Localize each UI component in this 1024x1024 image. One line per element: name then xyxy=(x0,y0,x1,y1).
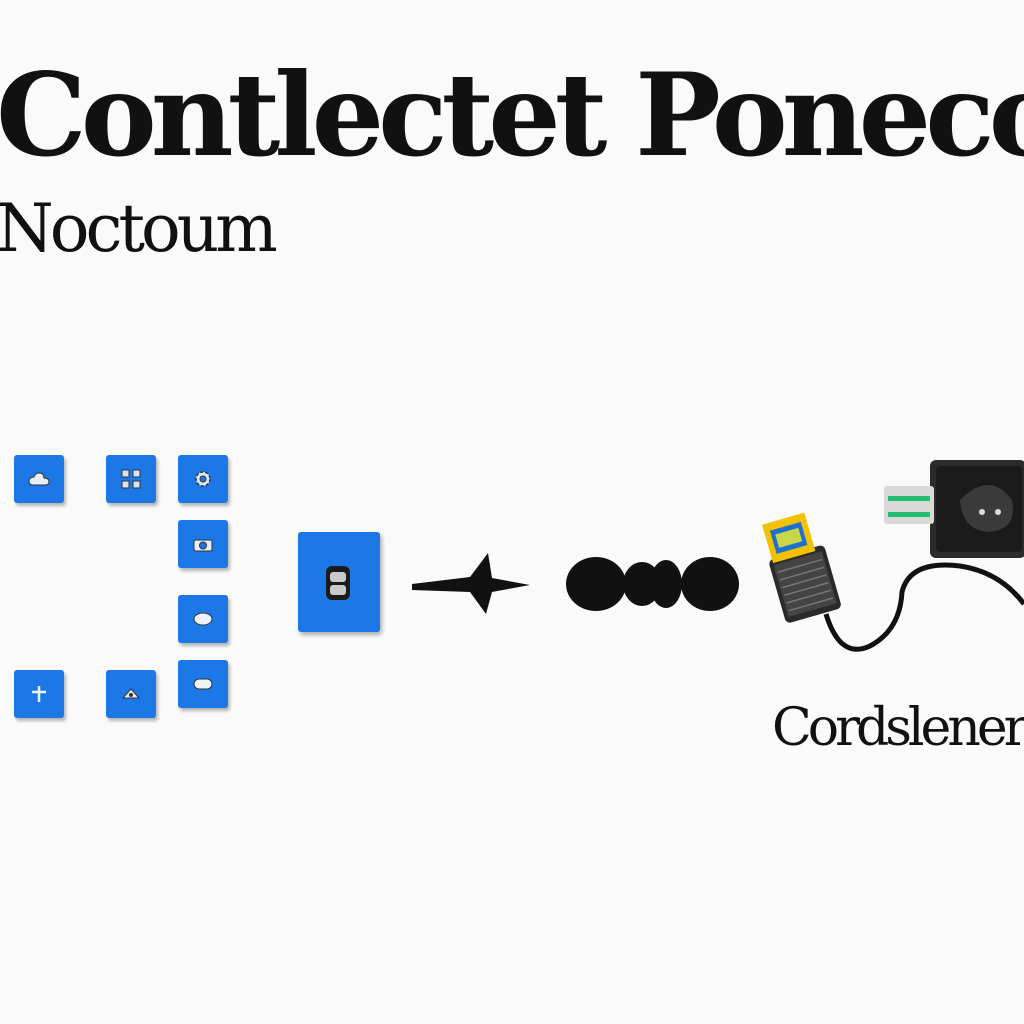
tile-chat xyxy=(178,660,228,708)
device-caption: Cordslener xyxy=(772,702,1024,754)
usb-adapter-icon xyxy=(762,460,1024,652)
gear-icon xyxy=(195,471,211,487)
message-icon xyxy=(193,612,213,626)
phone-icon xyxy=(326,566,350,600)
camera-icon xyxy=(193,539,213,552)
chat-icon xyxy=(193,678,213,690)
dots-icon xyxy=(566,557,739,611)
dots-icon xyxy=(121,688,141,699)
cloud-icon xyxy=(28,472,50,486)
tile-cloud xyxy=(14,455,64,503)
tile-gear xyxy=(178,455,228,503)
tile-plus xyxy=(14,670,64,718)
diagram-title: Contlectet Ponecocto xyxy=(0,58,1024,172)
grid-icon xyxy=(121,469,141,489)
tile-dots xyxy=(106,670,156,718)
arrow-right-icon xyxy=(412,553,530,614)
diagram-subtitle: Noctoum xyxy=(0,190,278,267)
tile-grid xyxy=(106,455,156,503)
tile-message xyxy=(178,595,228,643)
center-node xyxy=(298,532,380,632)
tile-camera xyxy=(178,520,228,568)
plus-icon xyxy=(32,686,46,702)
